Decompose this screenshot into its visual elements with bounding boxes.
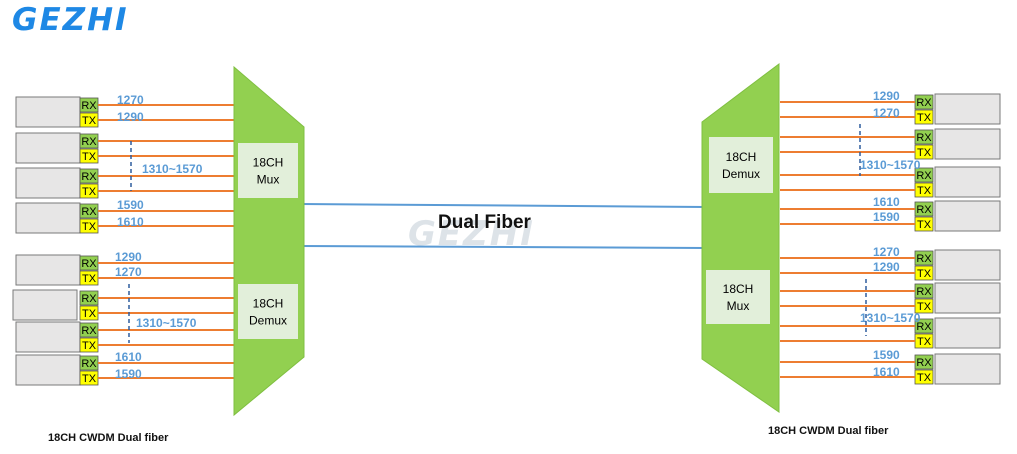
transceiver-module (15, 132, 81, 164)
tx-port-label: TX (917, 112, 932, 124)
rx-port-label: RX (81, 171, 97, 183)
transceiver-module (934, 317, 1001, 349)
wavelength-label: 1610 (117, 215, 144, 229)
wavelength-label: 1270 (115, 265, 142, 279)
left-mux-sub: Mux (257, 173, 280, 187)
tx-port-label: TX (82, 373, 97, 385)
transceiver-module (12, 289, 78, 321)
tx-port-label: TX (82, 273, 97, 285)
link-label: Dual Fiber (438, 212, 531, 233)
rx-port-label: RX (81, 100, 97, 112)
transceiver-module (15, 202, 81, 234)
brand-logo: GEZHI (12, 2, 129, 38)
wavelength-label: 1310~1570 (860, 158, 921, 172)
left-mux-box (238, 143, 298, 198)
rx-port-label: RX (916, 286, 932, 298)
tx-port-label: TX (917, 372, 932, 384)
wavelength-label: 1610 (873, 365, 900, 379)
wavelength-label: 1270 (873, 106, 900, 120)
wavelength-label: 1290 (117, 110, 144, 124)
tx-port-label: TX (917, 219, 932, 231)
tx-port-label: TX (82, 340, 97, 352)
rx-port-label: RX (916, 97, 932, 109)
transceiver-module (15, 96, 81, 128)
rx-port-label: RX (81, 293, 97, 305)
transceiver-module (934, 282, 1001, 314)
tx-port-label: TX (917, 336, 932, 348)
transceiver-module (15, 167, 81, 199)
transceiver-module (934, 128, 1001, 160)
transceiver-module (15, 354, 81, 386)
rx-port-label: RX (81, 325, 97, 337)
tx-port-label: TX (917, 185, 932, 197)
tx-port-label: TX (917, 147, 932, 159)
rx-port-label: RX (81, 258, 97, 270)
right-demux-title: 18CH (726, 150, 757, 164)
wavelength-label: 1290 (115, 250, 142, 264)
right-mux-sub: Mux (727, 299, 750, 313)
wavelength-label: 1290 (873, 89, 900, 103)
rx-port-label: RX (916, 132, 932, 144)
wavelength-label: 1310~1570 (142, 162, 203, 176)
transceiver-module (934, 200, 1001, 232)
tx-port-label: TX (917, 268, 932, 280)
fiber-line-top (299, 203, 707, 208)
rx-port-label: RX (81, 206, 97, 218)
wavelength-label: 1610 (115, 350, 142, 364)
right-mux-title: 18CH (723, 282, 754, 296)
right-caption: 18CH CWDM Dual fiber (768, 425, 889, 437)
transceiver-module (934, 166, 1001, 198)
tx-port-label: TX (82, 221, 97, 233)
wavelength-label: 1610 (873, 195, 900, 209)
tx-port-label: TX (82, 115, 97, 127)
rx-port-label: RX (916, 357, 932, 369)
fiber-line-bottom (299, 245, 707, 249)
right-mux-trapezoid (701, 62, 780, 413)
right-demux-box (709, 137, 773, 193)
left-mux-trapezoid (233, 65, 305, 417)
wavelength-label: 1310~1570 (136, 316, 197, 330)
rx-port-label: RX (81, 136, 97, 148)
tx-port-label: TX (82, 186, 97, 198)
wavelength-label: 1590 (117, 198, 144, 212)
rx-port-label: RX (916, 321, 932, 333)
tx-port-label: TX (917, 301, 932, 313)
wavelength-label: 1270 (117, 93, 144, 107)
right-demux-sub: Demux (722, 167, 760, 181)
rx-port-label: RX (916, 253, 932, 265)
transceiver-module (934, 249, 1001, 281)
transceiver-module (934, 353, 1001, 385)
left-demux-title: 18CH (253, 297, 284, 311)
transceiver-module (15, 254, 81, 286)
right-mux-box (706, 270, 770, 324)
left-demux-box (238, 284, 298, 339)
wavelength-label: 1270 (873, 245, 900, 259)
transceiver-module (15, 321, 81, 353)
wavelength-label: 1590 (873, 210, 900, 224)
left-caption: 18CH CWDM Dual fiber (48, 432, 169, 444)
rx-port-label: RX (916, 170, 932, 182)
left-demux-sub: Demux (249, 314, 287, 328)
transceiver-module (934, 93, 1001, 125)
wavelength-label: 1290 (873, 260, 900, 274)
tx-port-label: TX (82, 151, 97, 163)
wavelength-label: 1590 (873, 348, 900, 362)
rx-port-label: RX (81, 358, 97, 370)
left-mux-title: 18CH (253, 156, 284, 170)
wavelength-label: 1310~1570 (860, 311, 921, 325)
tx-port-label: TX (82, 308, 97, 320)
rx-port-label: RX (916, 204, 932, 216)
wavelength-label: 1590 (115, 367, 142, 381)
